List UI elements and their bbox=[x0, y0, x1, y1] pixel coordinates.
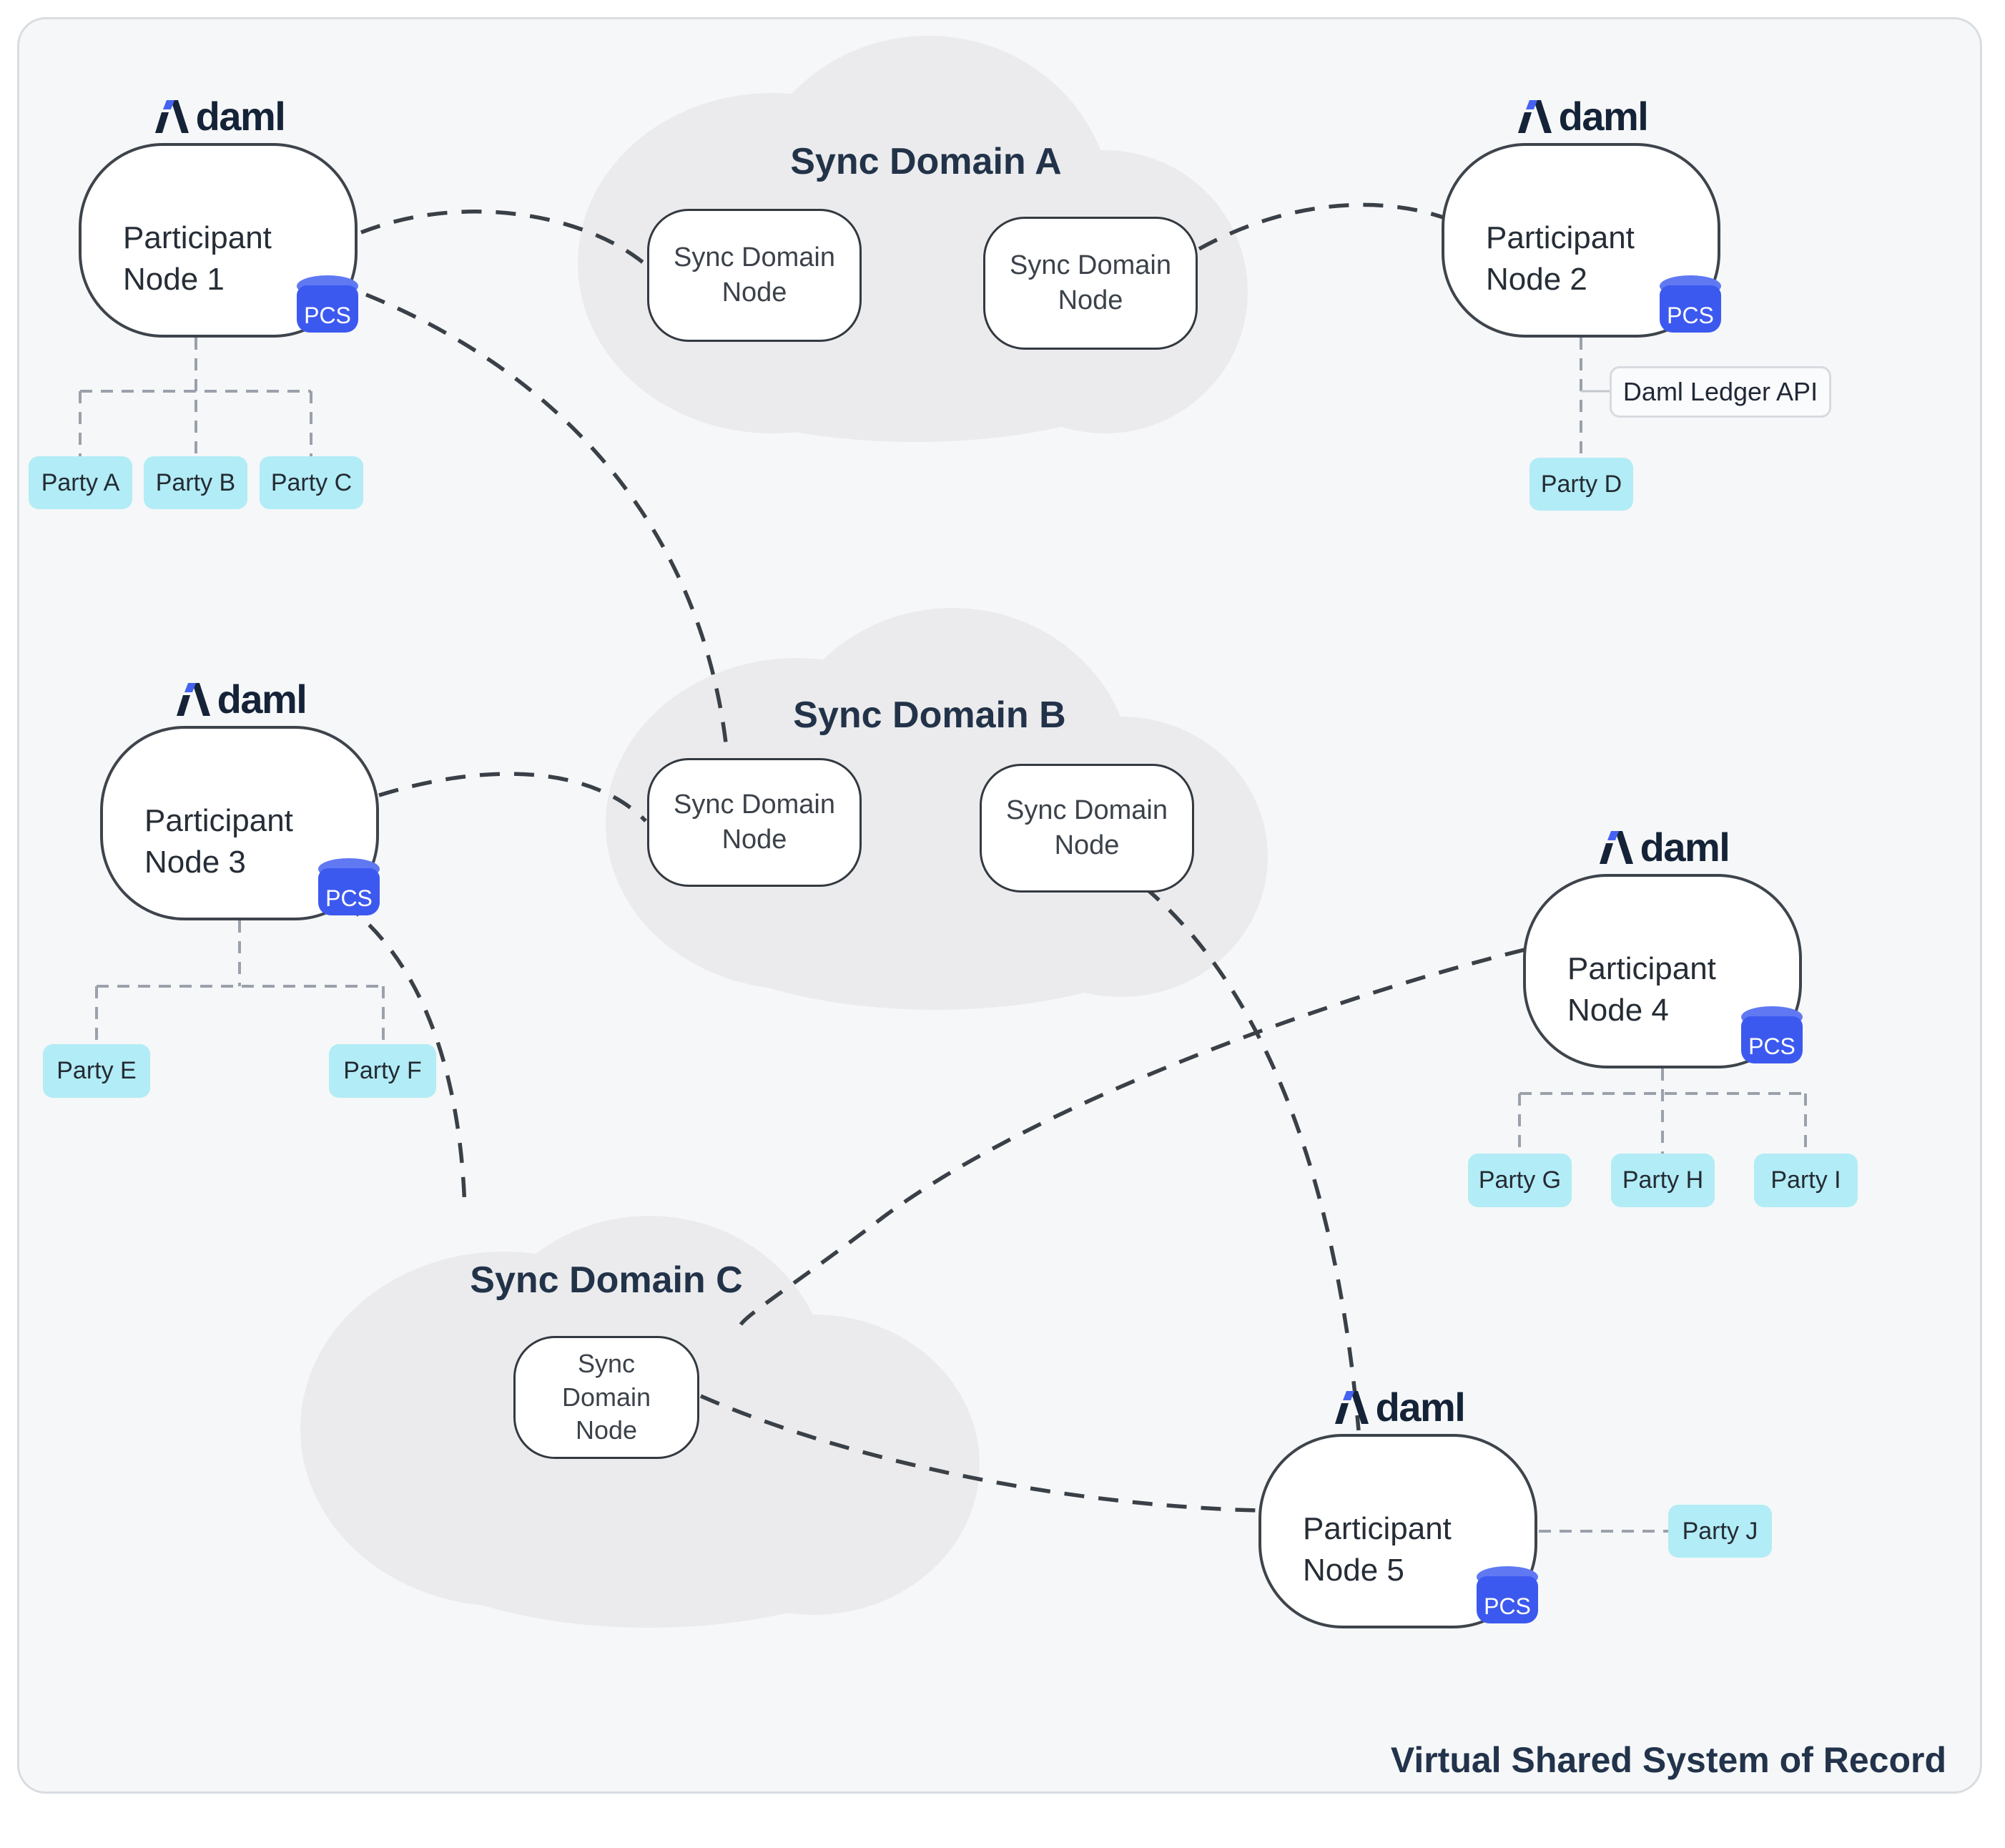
participant-node-4-label: Participant Node 4 bbox=[1567, 951, 1716, 1028]
daml-logo-icon bbox=[176, 683, 210, 716]
daml-logo-icon bbox=[154, 100, 189, 133]
daml-logo: daml bbox=[1502, 92, 1660, 139]
pcs-badge-label: PCS bbox=[1667, 303, 1714, 328]
party-chip-d: Party D bbox=[1529, 458, 1633, 511]
daml-logo-word: daml bbox=[1375, 1385, 1466, 1430]
participant-node-5-label: Participant Node 5 bbox=[1303, 1511, 1452, 1588]
daml-logo-icon bbox=[1599, 831, 1633, 864]
pcs-badge: PCS bbox=[318, 858, 380, 915]
daml-logo-icon bbox=[1517, 100, 1552, 133]
pcs-badge-label: PCS bbox=[1484, 1593, 1531, 1619]
domain-connectors bbox=[342, 202, 1525, 1513]
daml-logo-word: daml bbox=[1558, 94, 1649, 139]
daml-logo-icon bbox=[1334, 1391, 1369, 1424]
sync-domain-c-title: Sync Domain C bbox=[470, 1259, 743, 1301]
pcs-cylinder-body-icon bbox=[318, 868, 380, 915]
node1-party-tree bbox=[79, 338, 312, 456]
pcs-cylinder-body-icon bbox=[297, 285, 358, 333]
party-chip-c: Party C bbox=[260, 456, 363, 509]
daml-logo-word: daml bbox=[1640, 825, 1730, 870]
participant-node-2-label: Participant Node 2 bbox=[1486, 220, 1635, 298]
domain-c-to-node5 bbox=[699, 1394, 1258, 1513]
node1-to-domain-a bbox=[360, 210, 647, 267]
participant-node-4: Participant Node 4 bbox=[1523, 874, 1802, 1068]
party-chip-j: Party J bbox=[1668, 1505, 1772, 1558]
participant-node-1: Participant Node 1 bbox=[79, 143, 358, 338]
participant-node-3-label: Participant Node 3 bbox=[144, 803, 293, 880]
sync-domain-c-cloud bbox=[300, 1216, 980, 1628]
sync-domain-b-node-2: Sync Domain Node bbox=[980, 764, 1194, 893]
node4-to-domain-c bbox=[739, 948, 1525, 1326]
participant-node-1-label: Participant Node 1 bbox=[123, 220, 272, 298]
pcs-cylinder-body-icon bbox=[1741, 1016, 1803, 1063]
party-chip-g: Party G bbox=[1468, 1154, 1572, 1207]
party-chip-a: Party A bbox=[29, 456, 132, 509]
sync-domain-b-node-1: Sync Domain Node bbox=[647, 758, 862, 887]
node3-party-tree bbox=[95, 920, 385, 1044]
party-chip-i: Party I bbox=[1754, 1154, 1858, 1207]
node4-party-tree bbox=[1518, 1068, 1807, 1154]
pcs-badge: PCS bbox=[1477, 1566, 1538, 1623]
pcs-badge: PCS bbox=[1741, 1006, 1803, 1063]
daml-logo: daml bbox=[139, 92, 297, 139]
node3-to-domain-b bbox=[378, 772, 647, 822]
pcs-badge-label: PCS bbox=[1748, 1033, 1795, 1059]
sync-domain-a-node-1: Sync Domain Node bbox=[647, 209, 862, 342]
pcs-badge-label: PCS bbox=[304, 303, 351, 328]
domain-a-to-node2 bbox=[1198, 202, 1448, 251]
daml-logo-word: daml bbox=[195, 94, 286, 139]
pcs-badge: PCS bbox=[297, 275, 358, 333]
daml-logo-word: daml bbox=[217, 677, 307, 722]
party-tree-connectors bbox=[79, 338, 1807, 1533]
sync-domain-c-node-1: Sync Domain Node bbox=[513, 1336, 699, 1459]
daml-logo: daml bbox=[161, 674, 318, 722]
party-chip-b: Party B bbox=[144, 456, 247, 509]
node3-to-domain-c bbox=[342, 900, 467, 1211]
sync-domain-a-node-2: Sync Domain Node bbox=[983, 217, 1198, 350]
footer-title: Virtual Shared System of Record bbox=[1390, 1740, 1946, 1780]
sync-domain-b-title: Sync Domain B bbox=[793, 694, 1066, 736]
pcs-badge-label: PCS bbox=[325, 885, 373, 911]
daml-logo: daml bbox=[1319, 1382, 1477, 1430]
node1-to-domain-b bbox=[365, 293, 729, 756]
party-chip-e: Party E bbox=[43, 1044, 150, 1098]
pcs-cylinder-body-icon bbox=[1477, 1576, 1538, 1623]
party-chip-f: Party F bbox=[329, 1044, 436, 1098]
daml-logo: daml bbox=[1584, 822, 1741, 870]
sync-domain-a-title: Sync Domain A bbox=[790, 141, 1062, 182]
pcs-badge: PCS bbox=[1660, 275, 1721, 333]
daml-ledger-api-box: Daml Ledger API bbox=[1610, 366, 1831, 418]
party-chip-h: Party H bbox=[1611, 1154, 1715, 1207]
pcs-cylinder-body-icon bbox=[1660, 285, 1721, 333]
